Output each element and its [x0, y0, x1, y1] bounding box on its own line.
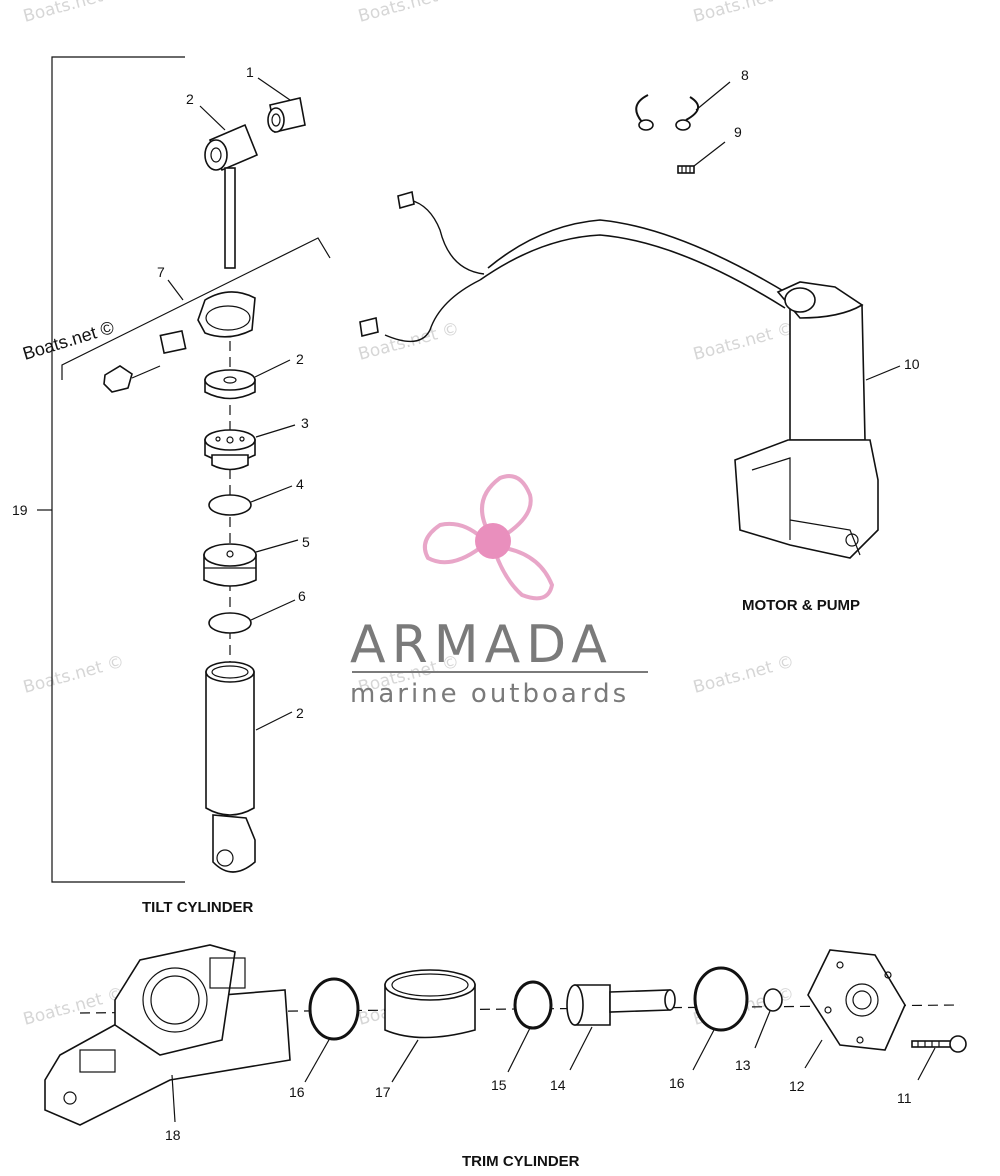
callout-18: 18 — [165, 1127, 181, 1143]
watermark-text: Boats.net © — [691, 0, 796, 27]
callout-1: 1 — [246, 64, 254, 80]
watermark-text: Boats.net © — [691, 319, 796, 365]
part-18-trim-housing — [44, 944, 291, 1126]
trim-cylinder-caption: TRIM CYLINDER — [462, 1153, 580, 1170]
callout-2: 2 — [296, 351, 304, 367]
callout-10: 10 — [904, 356, 920, 372]
callout-16: 16 — [289, 1084, 305, 1100]
motor-wire-harness — [359, 190, 791, 343]
part-2-rod-eye — [204, 123, 259, 269]
part-17-sleeve — [384, 969, 476, 1039]
part-12-end-cap — [807, 949, 906, 1051]
part-8-clips — [635, 94, 699, 131]
callout-7: 7 — [157, 264, 165, 280]
callout-2: 2 — [296, 705, 304, 721]
callout-5: 5 — [302, 534, 310, 550]
callout-9: 9 — [734, 124, 742, 140]
watermark-inline-text: Boats.net © — [20, 317, 116, 364]
callout-13: 13 — [735, 1057, 751, 1073]
part-16-seal — [693, 966, 749, 1032]
callout-16: 16 — [669, 1075, 685, 1091]
watermark-text: Boats.net © — [21, 0, 126, 27]
part-14-piston-rod — [566, 984, 676, 1026]
part-2-cylinder-body — [205, 661, 256, 873]
part-4-o-ring — [208, 494, 252, 516]
logo-wordmark: ARMADA — [350, 615, 613, 675]
tilt-cylinder-bracket: 19 — [12, 56, 185, 883]
watermark-text: Boats.net © — [21, 652, 126, 698]
callout-15: 15 — [491, 1077, 507, 1093]
watermark-text: Boats.net © — [356, 0, 461, 27]
callout-6: 6 — [298, 588, 306, 604]
part-5-piston — [203, 543, 257, 587]
logo-tagline: marine outboards — [350, 679, 629, 709]
part-15-ring — [513, 980, 553, 1030]
callout-17: 17 — [375, 1084, 391, 1100]
armada-logo: ARMADA marine outboards — [350, 474, 648, 709]
part-2-washer — [204, 369, 256, 400]
watermark-text: Boats.net © — [21, 984, 126, 1030]
watermark-layer: Boats.net © Boats.net © Boats.net © Boat… — [21, 0, 796, 1030]
part-1-bushing — [267, 97, 306, 133]
callout-19: 19 — [12, 502, 28, 518]
part-9-screw — [677, 165, 695, 174]
part-3-cap — [204, 429, 256, 471]
callout-8: 8 — [741, 67, 749, 83]
part-13-o-ring — [763, 988, 783, 1012]
part-11-bolt — [911, 1035, 967, 1053]
callout-14: 14 — [550, 1077, 566, 1093]
part-10-motor-pump — [734, 281, 879, 559]
part-7-clamp — [61, 237, 331, 393]
callout-4: 4 — [296, 476, 304, 492]
motor-pump-caption: MOTOR & PUMP — [742, 597, 860, 614]
callout-3: 3 — [301, 415, 309, 431]
watermark-text: Boats.net © — [691, 652, 796, 698]
callout-11: 11 — [897, 1090, 912, 1106]
part-6-o-ring — [208, 612, 252, 634]
callout-12: 12 — [789, 1078, 805, 1094]
part-16-seal — [308, 977, 360, 1041]
tilt-cylinder-caption: TILT CYLINDER — [142, 899, 254, 916]
callout-2: 2 — [186, 91, 194, 107]
propeller-icon — [423, 474, 555, 601]
